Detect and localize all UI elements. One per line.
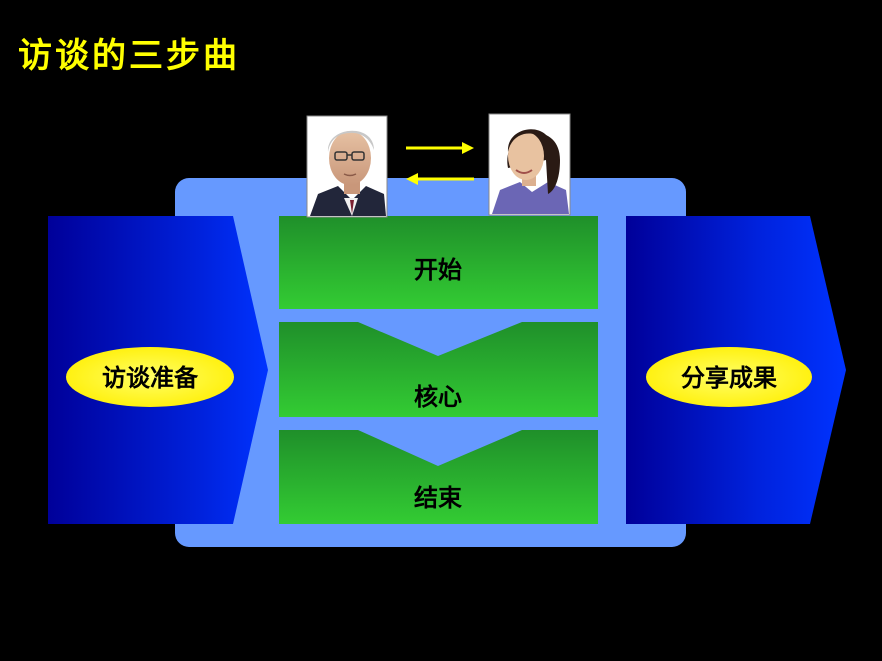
down-arrow-1 [358, 309, 522, 356]
exchange-arrows-icon [406, 142, 474, 185]
interviewer-man-icon [306, 115, 388, 218]
down-arrow-2 [358, 417, 522, 466]
right-pill-label: 分享成果 [681, 364, 777, 392]
interviewee-woman-icon [488, 113, 571, 216]
left-pill [66, 347, 234, 407]
step-label-end: 结束 [414, 484, 463, 512]
left-pill-label: 访谈准备 [102, 364, 199, 392]
step-label-core: 核心 [414, 383, 462, 411]
right-pill [646, 347, 812, 407]
slide-title: 访谈的三步曲 [18, 36, 240, 76]
step-label-start: 开始 [414, 256, 462, 284]
step-start-box [279, 216, 598, 309]
